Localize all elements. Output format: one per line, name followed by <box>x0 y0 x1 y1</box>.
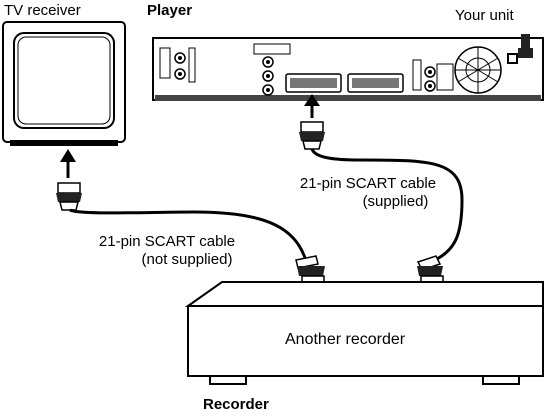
tv-receiver-label: TV receiver <box>4 2 81 19</box>
arrow-up-to-player-icon <box>304 94 320 118</box>
scart-plug-tv-icon <box>56 182 82 211</box>
cable-supplied-line1: 21-pin SCART cable <box>299 175 437 192</box>
cable-not-supplied-line1: 21-pin SCART cable <box>98 233 236 250</box>
scart-plug-player-icon <box>299 121 325 150</box>
scart-plug-recorder-left-icon <box>295 255 325 283</box>
your-unit-label: Your unit <box>455 7 514 24</box>
cable-not-supplied-label: 21-pin SCART cable (not supplied) <box>87 233 247 269</box>
another-recorder-label: Another recorder <box>285 331 406 348</box>
another-recorder-illustration <box>184 281 544 385</box>
scart-cable-not-supplied <box>69 208 307 259</box>
scart-plug-recorder-right-icon <box>416 255 444 283</box>
cable-not-supplied-line2: (not supplied) <box>141 251 233 268</box>
scart-cable-supplied <box>310 148 464 262</box>
cable-supplied-line2: (supplied) <box>362 193 429 210</box>
tv-receiver-illustration <box>2 21 126 146</box>
recorder-label: Recorder <box>203 396 269 413</box>
cable-supplied-label: 21-pin SCART cable (supplied) <box>293 175 443 211</box>
player-rear-panel <box>152 34 544 101</box>
arrow-up-to-tv-icon <box>60 149 76 178</box>
player-label: Player <box>147 2 193 19</box>
